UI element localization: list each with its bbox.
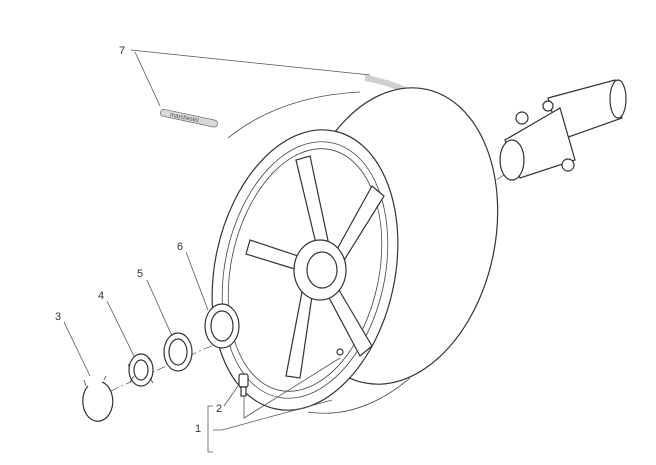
valve-hole (336, 348, 344, 356)
rear-axle-shaft (499, 79, 627, 181)
callout-5: 5 (137, 268, 143, 280)
ring-nut-notches (127, 357, 154, 384)
callout-4: 4 (98, 290, 104, 302)
axle-flange-face (499, 139, 525, 181)
valve-cap (238, 373, 249, 388)
axle-stud-2 (561, 158, 575, 172)
circlip-ends (83, 375, 107, 387)
valve-stem (240, 386, 247, 397)
decal-brand-text: marchesini (170, 112, 200, 124)
leader-1-bracket (207, 399, 333, 453)
ring-nut-inner (133, 359, 149, 381)
leader-5 (146, 279, 173, 337)
callout-3: 3 (55, 311, 61, 323)
leader-7b (134, 51, 161, 107)
rim-barrel-top (227, 91, 361, 139)
decal-strip: marchesini (160, 109, 218, 128)
part-6-seal (204, 303, 240, 349)
leader-6 (185, 251, 209, 311)
part-4-ring-nut (127, 353, 154, 387)
axle-stud-3 (542, 100, 554, 112)
washer-inner (168, 338, 188, 366)
leader-4 (106, 300, 135, 357)
wheel-rim-bead-seat (227, 148, 383, 392)
leader-lines (63, 49, 371, 453)
axle-stud-1 (515, 111, 529, 125)
seal-inner (210, 310, 234, 342)
axle-shaft-end (609, 79, 627, 119)
part-2-valve (238, 357, 341, 419)
callout-6: 6 (177, 241, 183, 253)
leader-2 (223, 385, 239, 407)
part-3-circlip (82, 375, 114, 422)
callout-1: 1 (195, 423, 201, 435)
leader-7 (130, 49, 371, 76)
rim-barrel-bottom (307, 377, 411, 414)
valve-assembly-line (243, 357, 341, 419)
circlip-body (82, 381, 114, 422)
leader-3 (63, 321, 91, 377)
callout-2: 2 (216, 403, 222, 415)
part-5-washer (163, 332, 193, 372)
callout-7: 7 (119, 45, 125, 57)
wheel-hub-bore (306, 251, 338, 289)
wheel-assembly (211, 87, 499, 414)
